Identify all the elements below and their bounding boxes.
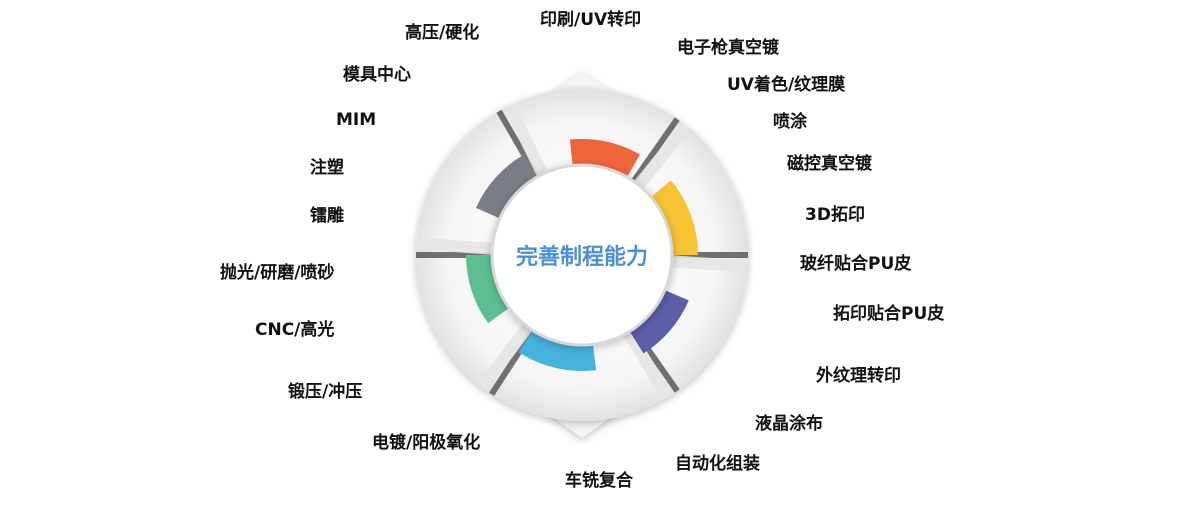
process-label: 印刷/UV转印: [540, 10, 642, 30]
process-label: 高压/硬化: [405, 23, 480, 43]
ring-spoke: [496, 109, 540, 179]
process-label: 模具中心: [343, 65, 411, 85]
process-label: 3D拓印: [805, 205, 865, 225]
ring-spoke-highlight: [477, 323, 533, 392]
process-label: 注塑: [310, 158, 344, 178]
ring-spoke-highlight: [623, 329, 673, 401]
process-label: 磁控真空镀: [787, 154, 872, 174]
ring-spoke-highlight: [633, 122, 692, 189]
process-label: MIM: [336, 110, 377, 130]
process-label: CNC/高光: [255, 320, 335, 340]
ring-spoke-highlight: [503, 103, 548, 177]
colored-segment: [476, 154, 537, 219]
process-label: 自动化组装: [675, 454, 760, 474]
process-label: 电子枪真空镀: [677, 38, 779, 58]
process-label: 镭雕: [310, 206, 344, 226]
process-label: 锻压/冲压: [288, 382, 363, 402]
ring-spoke-highlight: [671, 255, 749, 273]
process-label: 液晶涂布: [755, 414, 823, 434]
center-title: 完善制程能力: [515, 245, 649, 270]
process-label: UV着色/纹理膜: [727, 75, 846, 95]
ring-spoke-highlight: [415, 237, 493, 255]
process-label: 玻纤贴合PU皮: [800, 254, 912, 274]
process-label: 抛光/研磨/喷砂: [220, 263, 335, 283]
inner-circle: [490, 163, 674, 347]
process-label: 拓印贴合PU皮: [833, 304, 945, 324]
colored-segment: [569, 139, 640, 178]
process-label: 车铣复合: [565, 471, 633, 491]
colored-segment: [629, 290, 689, 354]
process-label: 外纹理转印: [816, 366, 901, 386]
colored-segment: [466, 255, 510, 324]
process-label: 电镀/阳极氧化: [372, 433, 481, 453]
process-label: 喷涂: [773, 112, 807, 132]
ring-spoke: [631, 117, 680, 183]
colored-segment: [518, 330, 597, 371]
colored-segment: [650, 180, 698, 255]
